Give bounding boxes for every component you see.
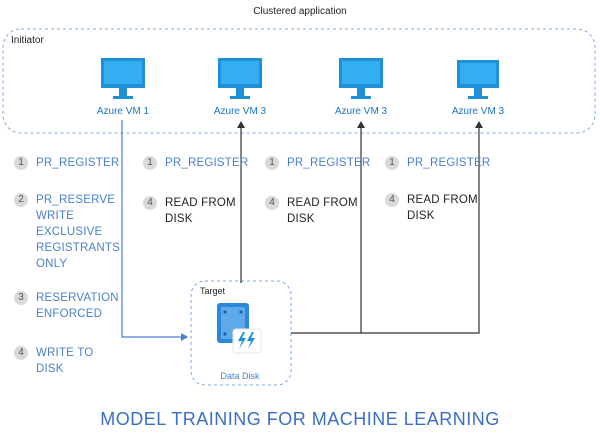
read-arrow-vm4 bbox=[361, 121, 483, 334]
step-badge: 4 bbox=[265, 196, 279, 210]
step-badge: 3 bbox=[14, 291, 28, 305]
step-text: PR_REGISTER bbox=[407, 157, 491, 169]
step-text: READ FROM DISK bbox=[287, 197, 358, 225]
step-text: PR_REGISTER bbox=[36, 157, 120, 169]
vm3-step-4: 4 READ FROM DISK bbox=[265, 195, 361, 231]
vm-label-3: Azure VM 3 bbox=[334, 106, 388, 117]
vm4-step-4: 4 READ FROM DISK bbox=[385, 192, 481, 228]
bottom-title: MODEL TRAINING FOR MACHINE LEARNING bbox=[100, 409, 500, 429]
initiator-label: Initiator bbox=[11, 35, 44, 46]
vm1-step-4: 4 WRITE TO DISK bbox=[14, 345, 124, 381]
vm-label-2: Azure VM 3 bbox=[213, 106, 267, 117]
step-text: PR_RESERVE WRITE EXCLUSIVE REGISTRANTS O… bbox=[36, 194, 120, 270]
vm2-step-4: 4 READ FROM DISK bbox=[143, 195, 239, 231]
step-text: READ FROM DISK bbox=[407, 194, 478, 222]
vm1-step-3: 3 RESERVATION ENFORCED bbox=[14, 290, 124, 326]
step-text: RESERVATION ENFORCED bbox=[36, 292, 119, 320]
initiator-box bbox=[2, 28, 596, 134]
step-text: PR_REGISTER bbox=[287, 157, 371, 169]
target-label: Target bbox=[200, 286, 226, 296]
vm-label-1: Azure VM 1 bbox=[96, 106, 150, 117]
vm1-step-2: 2 PR_RESERVE WRITE EXCLUSIVE REGISTRANTS… bbox=[14, 192, 124, 272]
step-badge: 1 bbox=[14, 156, 28, 170]
step-badge: 1 bbox=[265, 156, 279, 170]
vm4-step-1: 1 PR_REGISTER bbox=[385, 155, 490, 173]
step-badge: 2 bbox=[14, 193, 28, 207]
step-badge: 4 bbox=[385, 193, 399, 207]
monitor-icon bbox=[101, 58, 145, 99]
diagram-title: Clustered application bbox=[253, 6, 347, 17]
step-badge: 4 bbox=[143, 196, 157, 210]
vm2-step-1: 1 PR_REGISTER bbox=[143, 155, 248, 173]
vm-label-4: Azure VM 3 bbox=[451, 106, 505, 117]
step-text: READ FROM DISK bbox=[165, 197, 236, 225]
data-disk-icon bbox=[217, 303, 262, 354]
disk-label: Data Disk bbox=[220, 371, 260, 381]
step-text: WRITE TO DISK bbox=[36, 347, 94, 375]
step-text: PR_REGISTER bbox=[165, 157, 249, 169]
monitor-icon bbox=[457, 60, 499, 99]
vm3-step-1: 1 PR_REGISTER bbox=[265, 155, 370, 173]
write-arrow bbox=[121, 120, 188, 341]
step-badge: 1 bbox=[143, 156, 157, 170]
monitor-icon bbox=[339, 58, 383, 99]
vm1-step-1: 1 PR_REGISTER bbox=[14, 155, 124, 173]
step-badge: 1 bbox=[385, 156, 399, 170]
step-badge: 4 bbox=[14, 346, 28, 360]
monitor-icon bbox=[218, 58, 262, 99]
